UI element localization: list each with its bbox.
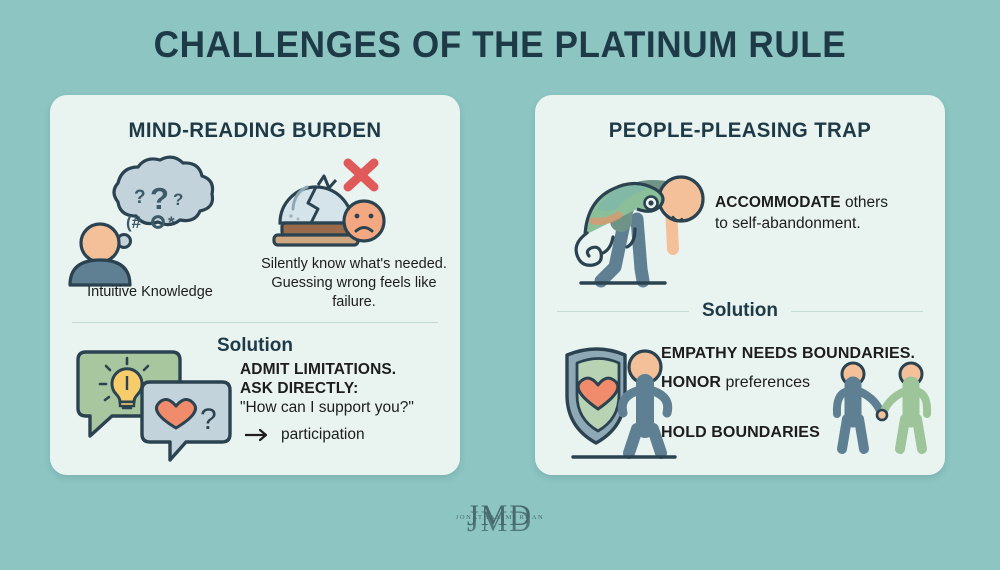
shield-heart-person-icon: [549, 335, 699, 465]
chameleon-on-bent-person-icon: [563, 157, 713, 292]
left-card-problem-caption: Intuitive Knowledge: [87, 284, 213, 300]
right-card-problem-text: ACCOMMODATE others to self-abandonment.: [715, 194, 889, 232]
left-solution-participation-text: participation: [281, 426, 365, 443]
speech-bubbles-idea-icon: ?: [72, 350, 237, 470]
left-solution-line-1: ADMIT LIMITATIONS.: [240, 361, 397, 378]
card-title-right: PEOPLE-PLEASING TRAP: [608, 119, 872, 142]
left-card-problem-text: Silently know what's needed. Guessing wr…: [261, 256, 447, 310]
right-card-solution-label: Solution: [702, 300, 778, 321]
svg-text:*: *: [168, 213, 175, 232]
left-solution-line-4: participation: [244, 425, 365, 445]
svg-text:(#: (#: [126, 213, 142, 232]
page-title: CHALLENGES OF THE PLATINUM RULE: [153, 24, 847, 65]
left-solution-line-3: "How can I support you?": [240, 399, 414, 416]
card-people-pleasing-trap: PEOPLE-PLEASING TRAP: [535, 95, 945, 475]
svg-text:?: ?: [150, 181, 169, 216]
watermark-monogram-mirror: JMD: [466, 505, 533, 539]
left-solution-line-2: ASK DIRECTLY:: [240, 380, 359, 397]
svg-text:?: ?: [134, 187, 146, 208]
two-people-handshake-icon: [827, 360, 937, 460]
watermark-subtitle: JONATHAN M. ROAN: [455, 514, 545, 522]
right-card-solution-header: Solution: [557, 300, 924, 322]
svg-text:?: ?: [200, 403, 217, 436]
left-card-divider: [72, 322, 438, 323]
thinking-person-icon: ? ? ? (# *: [68, 155, 215, 287]
arrow-right-icon: [244, 428, 270, 442]
watermark-logo: JMD JONATHAN M. ROAN JMD: [0, 499, 1000, 539]
right-solution-line-2: HONOR preferences: [661, 374, 810, 391]
solution-divider-left: [557, 310, 690, 312]
broken-crystal-ball-icon: [260, 157, 390, 257]
card-title-left: MIND-READING BURDEN: [128, 119, 382, 142]
card-mind-reading-burden: MIND-READING BURDEN ? ? ? (# * Intuitive…: [50, 95, 460, 475]
solution-divider-right: [791, 310, 924, 312]
svg-text:?: ?: [173, 190, 183, 209]
left-card-solution-label: Solution: [217, 335, 293, 356]
watermark-monogram: JMD: [466, 499, 533, 532]
right-solution-line-3: HOLD BOUNDARIES: [661, 424, 820, 441]
right-solution-line-1: EMPATHY NEEDS BOUNDARIES.: [661, 345, 916, 362]
